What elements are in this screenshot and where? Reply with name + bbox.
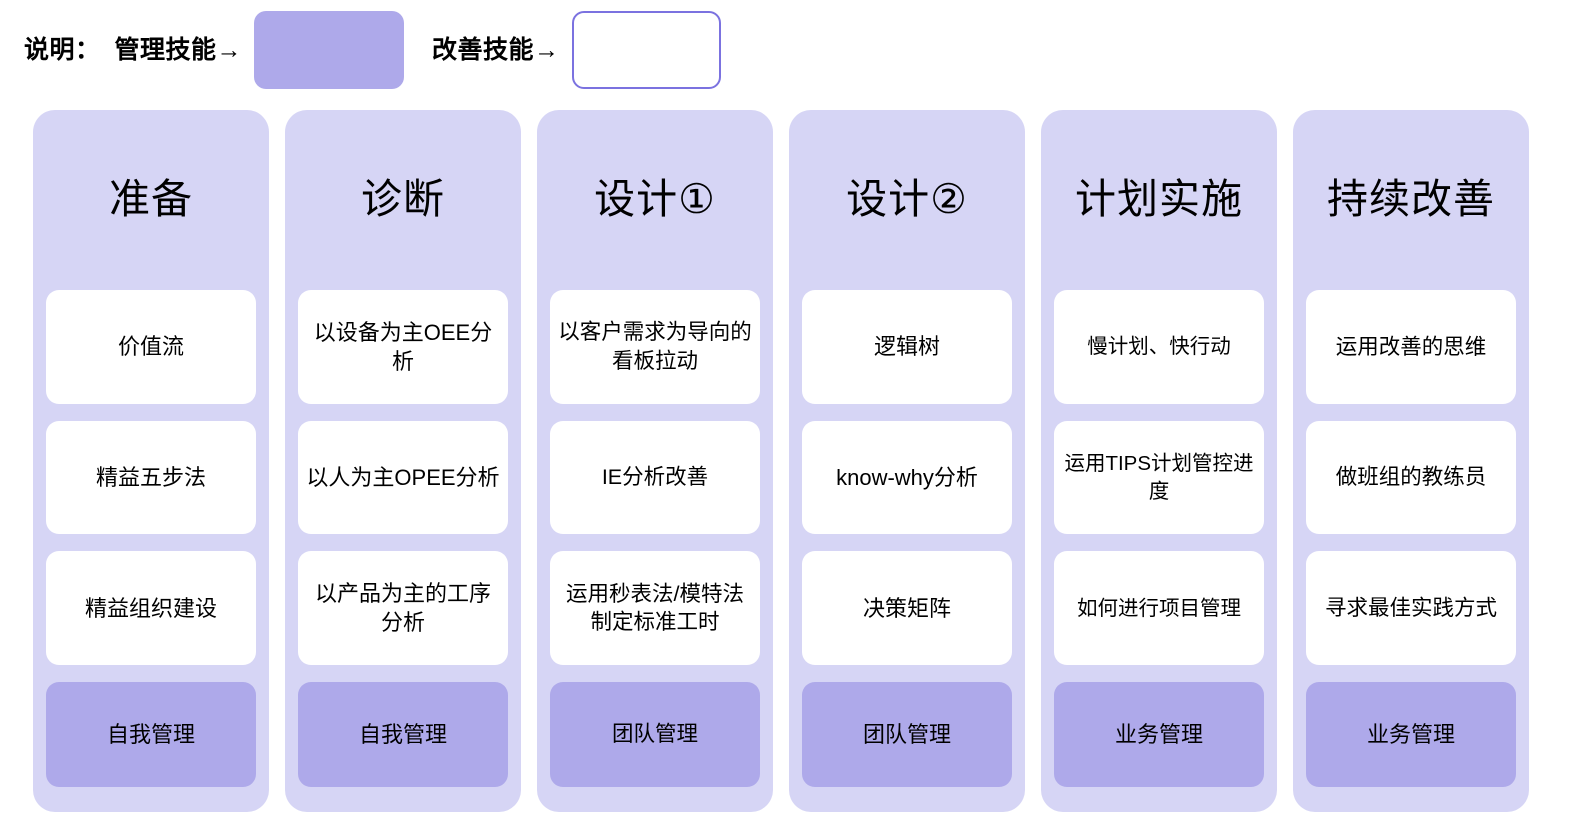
phase-column-preparation[interactable]: 准备 价值流 精益五步法 精益组织建设 自我管理 xyxy=(33,110,269,812)
skill-card[interactable]: 价值流 xyxy=(46,290,256,404)
legend-intro-label: 说明： xyxy=(24,35,101,64)
column-title: 诊断 xyxy=(361,176,445,223)
column-title: 准备 xyxy=(109,176,193,223)
management-skill-card[interactable]: 自我管理 xyxy=(298,682,508,788)
column-title: 计划实施 xyxy=(1075,176,1243,223)
management-skill-card[interactable]: 业务管理 xyxy=(1054,682,1264,788)
skill-card[interactable]: 运用秒表法/模特法制定标准工时 xyxy=(550,551,760,666)
skill-card[interactable]: know-why分析 xyxy=(802,420,1012,535)
legend-improvement-skill-label: 改善技能→ xyxy=(432,35,560,64)
skill-card[interactable]: 做班组的教练员 xyxy=(1306,420,1516,535)
skill-card[interactable]: 逻辑树 xyxy=(802,290,1012,404)
column-title: 设计① xyxy=(594,176,716,223)
legend-management-skill-swatch xyxy=(254,11,405,89)
column-card-list: 价值流 精益五步法 精益组织建设 自我管理 xyxy=(46,290,256,812)
phase-board: 准备 价值流 精益五步法 精益组织建设 自我管理 诊断 以设备为主OEE分析 以… xyxy=(33,110,1545,812)
legend-bar: 说明： 管理技能→ 改善技能→ xyxy=(0,0,1578,100)
skill-card[interactable]: 运用改善的思维 xyxy=(1306,290,1516,404)
skill-card[interactable]: 寻求最佳实践方式 xyxy=(1306,551,1516,666)
column-card-list: 以客户需求为导向的看板拉动 IE分析改善 运用秒表法/模特法制定标准工时 团队管… xyxy=(550,290,760,812)
management-skill-card[interactable]: 团队管理 xyxy=(802,682,1012,788)
column-card-list: 慢计划、快行动 运用TIPS计划管控进度 如何进行项目管理 业务管理 xyxy=(1054,290,1264,812)
skill-card[interactable]: 以设备为主OEE分析 xyxy=(298,290,508,404)
phase-column-continuous-improvement[interactable]: 持续改善 运用改善的思维 做班组的教练员 寻求最佳实践方式 业务管理 xyxy=(1293,110,1529,812)
skill-card[interactable]: 精益组织建设 xyxy=(46,551,256,666)
phase-column-design-1[interactable]: 设计① 以客户需求为导向的看板拉动 IE分析改善 运用秒表法/模特法制定标准工时… xyxy=(537,110,773,812)
skill-card[interactable]: IE分析改善 xyxy=(550,420,760,535)
phase-column-design-2[interactable]: 设计② 逻辑树 know-why分析 决策矩阵 团队管理 xyxy=(789,110,1025,812)
management-skill-card[interactable]: 业务管理 xyxy=(1306,682,1516,788)
column-title: 持续改善 xyxy=(1327,176,1495,223)
legend-improvement-skill-swatch xyxy=(571,11,721,89)
management-skill-card[interactable]: 自我管理 xyxy=(46,682,256,788)
column-card-list: 运用改善的思维 做班组的教练员 寻求最佳实践方式 业务管理 xyxy=(1306,290,1516,812)
column-card-list: 逻辑树 know-why分析 决策矩阵 团队管理 xyxy=(802,290,1012,812)
skill-card[interactable]: 决策矩阵 xyxy=(802,551,1012,666)
legend-management-skill-label: 管理技能→ xyxy=(114,35,243,64)
skill-card[interactable]: 以产品为主的工序分析 xyxy=(298,551,508,666)
skill-card[interactable]: 精益五步法 xyxy=(46,420,256,535)
skill-card[interactable]: 运用TIPS计划管控进度 xyxy=(1054,420,1264,535)
skill-card[interactable]: 以客户需求为导向的看板拉动 xyxy=(550,290,760,404)
phase-column-plan-implementation[interactable]: 计划实施 慢计划、快行动 运用TIPS计划管控进度 如何进行项目管理 业务管理 xyxy=(1041,110,1277,812)
column-title: 设计② xyxy=(846,176,968,223)
column-card-list: 以设备为主OEE分析 以人为主OPEE分析 以产品为主的工序分析 自我管理 xyxy=(298,290,508,812)
management-skill-card[interactable]: 团队管理 xyxy=(550,682,760,788)
phase-column-diagnosis[interactable]: 诊断 以设备为主OEE分析 以人为主OPEE分析 以产品为主的工序分析 自我管理 xyxy=(285,110,521,812)
skill-card[interactable]: 如何进行项目管理 xyxy=(1054,551,1264,666)
skill-card[interactable]: 以人为主OPEE分析 xyxy=(298,420,508,535)
skill-card[interactable]: 慢计划、快行动 xyxy=(1054,290,1264,404)
